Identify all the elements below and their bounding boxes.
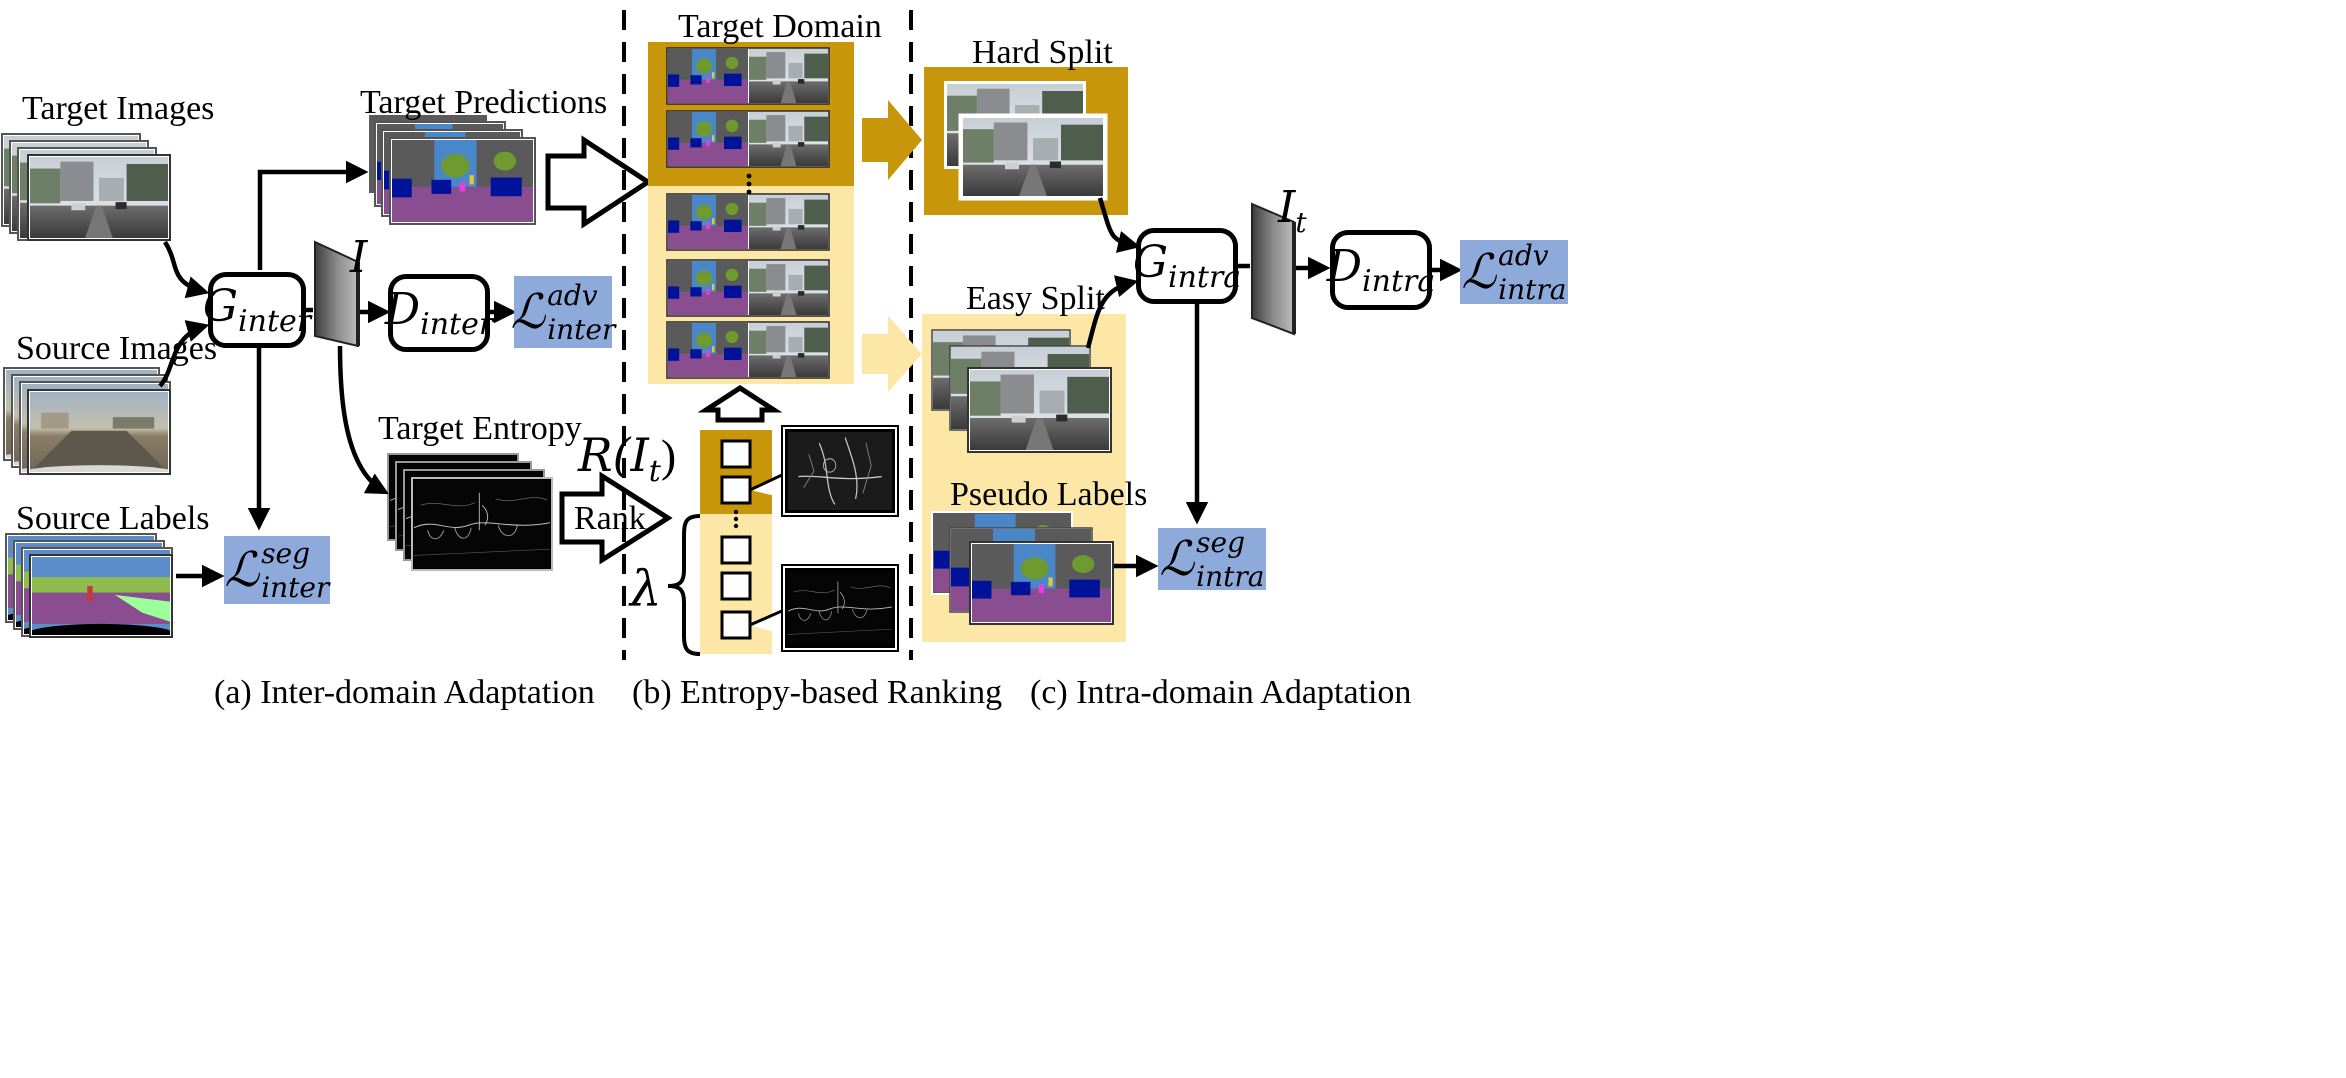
ellipsis-dot [746,189,752,195]
ellipsis-dot [733,523,739,529]
target-entropy-stack [387,453,553,571]
d-intra-main: D [1326,241,1363,292]
loss-intra-adv-sub: intra [1498,273,1567,306]
label-target-images: Target Images [22,90,215,127]
ranking-func-text: R(I [578,428,649,482]
source-labels-stack [5,533,173,638]
feature-it-sub: t [1295,205,1307,239]
arrow-feature-to-entropy [337,345,389,495]
arrow-to-easy-split [862,316,922,392]
loss-intra-seg-symbol: ℒ [1159,531,1195,587]
ranking-func-close: ) [660,430,677,481]
hollow-arrow-rank [559,471,673,565]
label-source-images: Source Images [16,330,218,367]
source-images-stack [3,367,171,475]
loss-inter-adv-sup: adv [547,279,598,312]
caption-c: (c) Intra-domain Adaptation [1030,674,1412,711]
target-domain-images [666,47,830,379]
arrow-sourceimg-to-ginter [158,320,210,388]
loss-intra-seg-sup: seg [1196,526,1245,559]
target-predictions-stack [367,113,536,225]
feature-it-main: I [1278,182,1296,233]
label-feature-i: I [350,232,368,283]
loss-inter-adv-sub: inter [547,313,616,346]
arrow-ginter-to-predictions [257,160,369,270]
target-images-stack [1,133,171,241]
pseudo-labels-images [931,511,1114,625]
loss-intra-adv-sup: adv [1498,239,1549,272]
loss-inter-seg-sup: seg [261,537,311,570]
node-g-intra: Gintra [1132,228,1242,304]
g-intra-main: G [1132,237,1168,288]
caption-b: (b) Entropy-based Ranking [632,674,1003,711]
ranking-func-sub: t [648,454,661,490]
ellipsis-dot [746,173,752,179]
g-inter-main: G [202,281,239,332]
easy-split-images [931,329,1112,453]
node-g-inter: Ginter [203,272,311,348]
hollow-arrow-up [697,385,783,423]
label-rank: Rank [574,500,646,537]
label-lambda: λ [630,560,662,618]
arrow-to-hard-split [862,100,922,180]
d-inter-sub: inter [420,307,494,342]
label-feature-it: It [1278,182,1307,239]
arrow-hard-to-gintra [1097,197,1141,253]
label-source-labels: Source Labels [16,500,210,537]
label-target-domain: Target Domain [678,8,882,45]
d-intra-sub: intra [1362,264,1436,299]
label-target-entropy: Target Entropy [378,410,582,447]
loss-intra-seg-sub: intra [1196,560,1265,593]
label-easy-split: Easy Split [966,280,1105,317]
label-hard-split: Hard Split [972,34,1113,71]
g-inter-sub: inter [238,304,312,339]
loss-inter-seg-sub: inter [261,571,330,604]
node-d-inter: Dinter [384,274,494,352]
loss-inter-seg-symbol: ℒ [224,542,260,598]
label-target-predictions: Target Predictions [360,84,608,121]
loss-inter-adv-symbol: ℒ [510,284,546,340]
loss-intra-adv-symbol: ℒ [1461,244,1497,300]
rank-slots [720,439,752,640]
ellipsis-dot [733,516,739,522]
ellipsis-dot [746,181,752,187]
caption-a: (a) Inter-domain Adaptation [214,674,595,711]
g-intra-sub: intra [1167,260,1242,295]
arrow-targetimg-to-ginter [163,240,210,299]
ellipsis-dot [733,509,739,515]
label-ranking-function: R(It) [578,428,676,489]
label-pseudo-labels: Pseudo Labels [950,476,1148,513]
lambda-brace [667,514,701,656]
d-inter-main: D [384,284,421,335]
arrow-easy-to-gintra [1085,275,1139,349]
hollow-arrow-to-target-domain [545,135,653,229]
node-d-intra: Dintra [1326,230,1436,310]
